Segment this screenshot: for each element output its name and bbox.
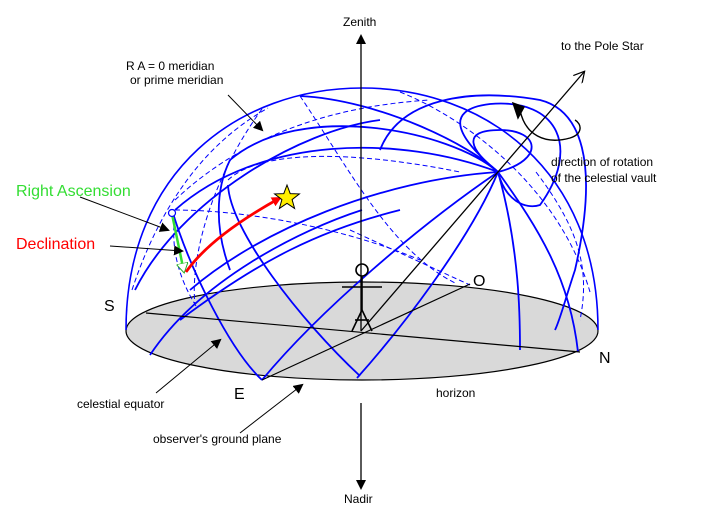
rotation-label-line2: of the celestial vault [551,171,657,185]
hidden-sphere-lines [131,91,591,321]
celestial-dome-outline [125,87,599,331]
horizon-label: horizon [436,386,475,400]
south-north-line [145,312,581,353]
stick-figure-icon [342,263,382,332]
ground-plane-label: observer's ground plane [153,432,282,446]
ra-zero-label-line2: or prime meridian [130,73,223,87]
visible-sphere-lines [134,94,587,381]
polar-axis [360,72,584,332]
leader-lines [79,94,304,434]
zenith-label: Zenith [343,15,376,29]
prime-meridian-point [167,208,177,218]
ground-lines [145,283,581,381]
declination-label: Declination [16,236,95,253]
nadir-label: Nadir [344,492,373,506]
declination-arc [184,196,282,273]
right-ascension-label: Right Ascension [16,183,131,200]
star-icon [273,183,301,210]
east-label: E [234,386,245,403]
right-ascension-arc [170,213,184,272]
north-label: N [599,350,611,367]
axes [356,34,584,490]
south-label: S [104,298,115,315]
observer-label: O [473,273,485,290]
rotation-arrow-icon [511,101,581,141]
celestial-equator-label: celestial equator [77,397,164,411]
east-observer-line [261,283,471,381]
pole-star-label: to the Pole Star [561,39,644,53]
ra-zero-label-line1: R A = 0 meridian [126,59,214,73]
rotation-label-line1: direction of rotation [551,155,653,169]
